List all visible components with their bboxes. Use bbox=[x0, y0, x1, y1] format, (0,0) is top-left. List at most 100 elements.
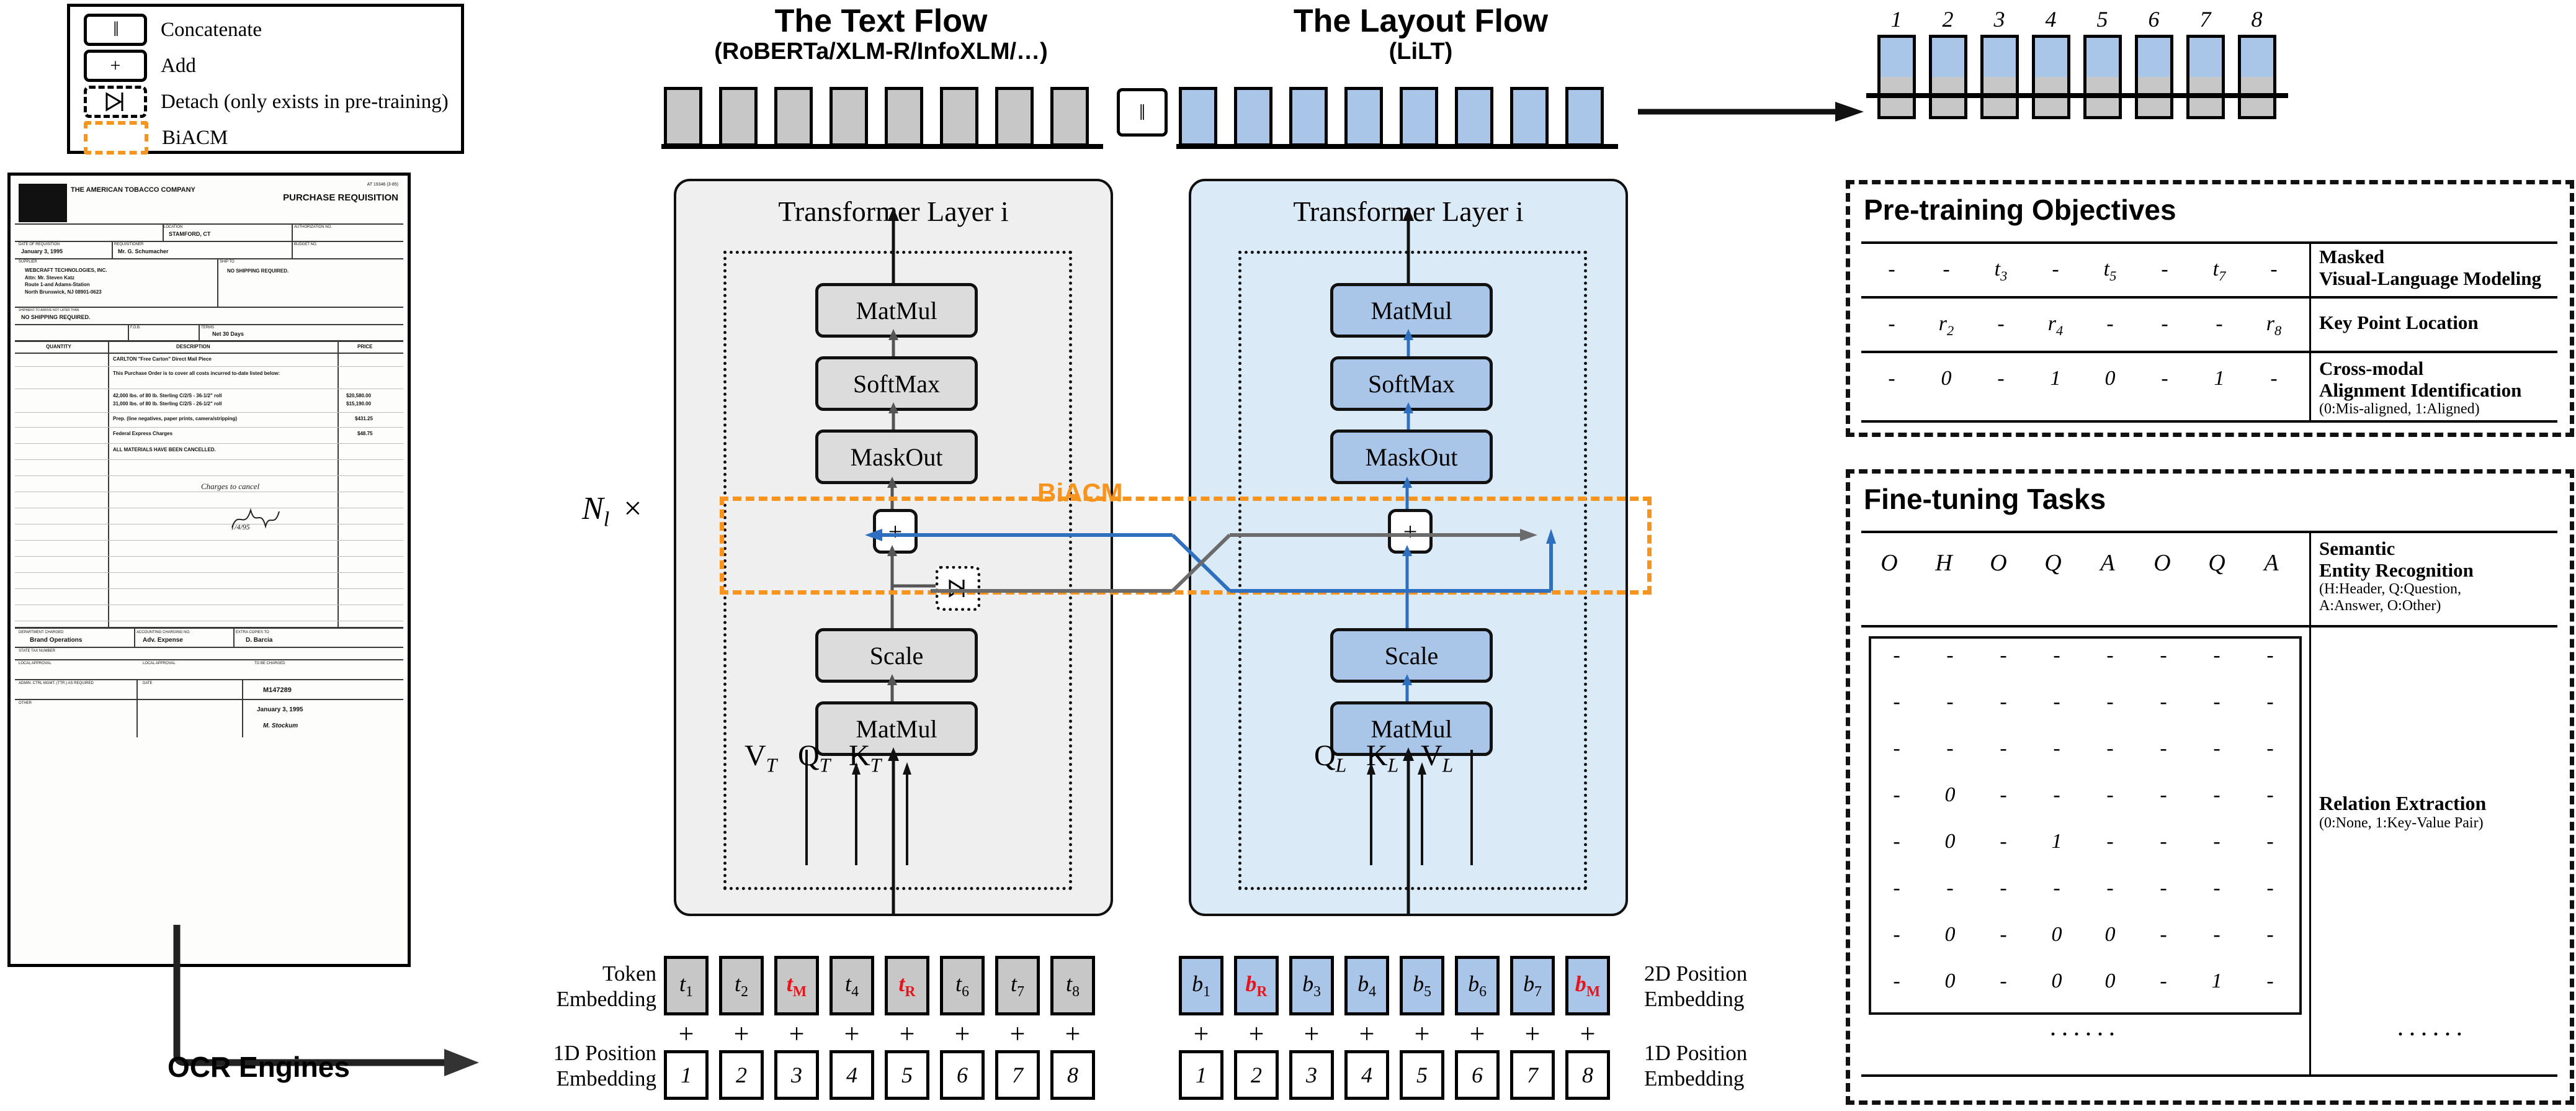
text-position-cell-8: 8 bbox=[1050, 1050, 1095, 1100]
output-bar-2: 2 bbox=[1922, 6, 1974, 119]
layout-matmul-top: MatMul bbox=[1330, 283, 1493, 338]
re-cell-1-4: - bbox=[2053, 644, 2060, 667]
pretraining-title: Pre-training Objectives bbox=[1864, 194, 2176, 226]
ser-cell-6: O bbox=[2153, 550, 2171, 576]
text-input-k: KT bbox=[849, 739, 882, 776]
doc-row-3-desc: Prep. (line negatives, paper prints, cam… bbox=[113, 416, 238, 421]
pretraining-row-kpl-values: -r2-r4---r8 bbox=[1861, 299, 2309, 351]
layout-plus-8: + bbox=[1580, 1019, 1596, 1049]
output-bar-index-3: 3 bbox=[1993, 7, 2005, 32]
text-plus-7: + bbox=[1009, 1019, 1026, 1049]
cai-cell-1: - bbox=[1888, 367, 1895, 390]
re-cell-4-5: - bbox=[2106, 783, 2114, 806]
text-token-cell-5: tR bbox=[885, 956, 929, 1015]
text-token-cell-3: tM bbox=[774, 956, 819, 1015]
layout-matmul-bottom: MatMul bbox=[1330, 701, 1493, 756]
re-cell-1-3: - bbox=[2000, 644, 2007, 667]
layout-input-k: KL bbox=[1366, 739, 1399, 776]
text-matmul-bottom: MatMul bbox=[815, 701, 978, 756]
kpl-cell-7: - bbox=[2216, 312, 2223, 335]
output-bar-index-6: 6 bbox=[2148, 7, 2160, 32]
re-cell-4-7: - bbox=[2213, 783, 2220, 806]
text-plus-2: + bbox=[733, 1019, 749, 1049]
text-output-token-row bbox=[664, 87, 1106, 146]
layout-output-cell-1 bbox=[1179, 87, 1217, 146]
doc-row-1-desc: This Purchase Order is to cover all cost… bbox=[113, 371, 280, 376]
layout-token-cell-6: b6 bbox=[1455, 956, 1500, 1015]
doc-row-2-price: $20,580.00 $15,190.00 bbox=[346, 393, 372, 407]
text-output-cell-1 bbox=[664, 87, 702, 146]
text-position-cell-3: 3 bbox=[774, 1050, 819, 1100]
output-bar-index-7: 7 bbox=[2199, 7, 2211, 32]
re-cell-6-5: - bbox=[2106, 876, 2114, 899]
doc-footer-label-0: DEPARTMENT CHARGED bbox=[19, 631, 64, 634]
cai-cell-6: - bbox=[2161, 367, 2168, 390]
output-bar-shape-4 bbox=[2031, 35, 2070, 119]
kpl-cell-6: - bbox=[2161, 312, 2168, 335]
ser-cell-3: O bbox=[1990, 550, 2007, 576]
kpl-cell-8: r8 bbox=[2266, 312, 2282, 338]
doc-field-label-supplier: SUPPLIER bbox=[19, 260, 37, 264]
kpl-cell-2: r2 bbox=[1938, 312, 1954, 338]
output-bar-3: 3 bbox=[1974, 6, 2025, 119]
re-cell-6-2: - bbox=[1946, 876, 1954, 899]
kpl-cell-3: - bbox=[1997, 312, 2005, 335]
document-docno: AT 19346 (3-85) bbox=[367, 182, 398, 187]
doc-footer-label-1: ACCOUNTING CHARGING NO. bbox=[136, 631, 190, 634]
doc-footer-label-6: ADMIN. CTRL MGMT. (TTR.) AS REQUIRED bbox=[19, 681, 94, 685]
mvlm-cell-5: t5 bbox=[2103, 258, 2117, 284]
text-plus-3: + bbox=[789, 1019, 805, 1049]
re-cell-5-3: - bbox=[2000, 830, 2007, 853]
kpl-cell-5: - bbox=[2106, 312, 2114, 335]
doc-col-quantity: QUANTITY bbox=[46, 344, 71, 349]
re-cell-7-7: - bbox=[2213, 923, 2220, 946]
doc-footer-label-5: TO BE CHARGED bbox=[254, 662, 285, 665]
concatenate-glyph: ‖ bbox=[113, 18, 119, 41]
layout-token-cell-3: b3 bbox=[1289, 956, 1334, 1015]
layout-token-cell-2: bR bbox=[1234, 956, 1279, 1015]
legend-item-concatenate: ‖ Concatenate bbox=[84, 12, 461, 48]
layout-transformer-layer-label: Transformer Layer i bbox=[1293, 196, 1524, 227]
re-cell-6-6: - bbox=[2160, 876, 2167, 899]
doc-field-value-shipto: NO SHIPPING REQUIRED. bbox=[227, 268, 289, 274]
re-cell-7-2: 0 bbox=[1944, 923, 1956, 946]
re-cell-3-5: - bbox=[2106, 737, 2114, 760]
doc-field-label-shipto: SHIP TO bbox=[220, 260, 235, 264]
re-cell-2-6: - bbox=[2160, 690, 2167, 713]
text-plus-8: + bbox=[1065, 1019, 1081, 1049]
re-cell-7-6: - bbox=[2160, 923, 2167, 946]
doc-handwriting-date: 1/4/95 bbox=[231, 523, 250, 531]
ser-cell-4: Q bbox=[2044, 550, 2062, 576]
re-cell-2-3: - bbox=[2000, 690, 2007, 713]
doc-field-value-terms: Net 30 Days bbox=[212, 331, 244, 337]
layout-flow-title: The Layout Flow bbox=[1293, 3, 1549, 39]
text-flow-subtitle: (RoBERTa/XLM-R/InfoXLM/…) bbox=[714, 38, 1048, 65]
document-company: THE AMERICAN TOBACCO COMPANY bbox=[71, 186, 195, 194]
output-bar-6: 6 bbox=[2128, 6, 2180, 119]
doc-col-price: PRICE bbox=[357, 344, 373, 349]
re-cell-2-2: - bbox=[1946, 690, 1954, 713]
re-cell-8-7: 1 bbox=[2211, 969, 2222, 992]
legend-label-concatenate: Concatenate bbox=[161, 18, 262, 41]
output-bus-line bbox=[1866, 93, 2288, 98]
re-cell-3-2: - bbox=[1946, 737, 1954, 760]
re-cell-5-2: 0 bbox=[1944, 830, 1956, 853]
re-cell-2-8: - bbox=[2266, 690, 2274, 713]
ocr-engines-label: OCR Engines bbox=[168, 1051, 350, 1083]
re-cell-7-4: 0 bbox=[2051, 923, 2062, 946]
text-token-cell-7: t7 bbox=[995, 956, 1040, 1015]
legend-item-add: + Add bbox=[84, 48, 461, 84]
re-cell-3-7: - bbox=[2213, 737, 2220, 760]
re-cell-2-7: - bbox=[2213, 690, 2220, 713]
text-output-cell-5 bbox=[885, 87, 923, 146]
re-cell-6-3: - bbox=[2000, 876, 2007, 899]
re-cell-5-5: - bbox=[2106, 830, 2114, 853]
ser-cell-1: O bbox=[1881, 550, 1898, 576]
